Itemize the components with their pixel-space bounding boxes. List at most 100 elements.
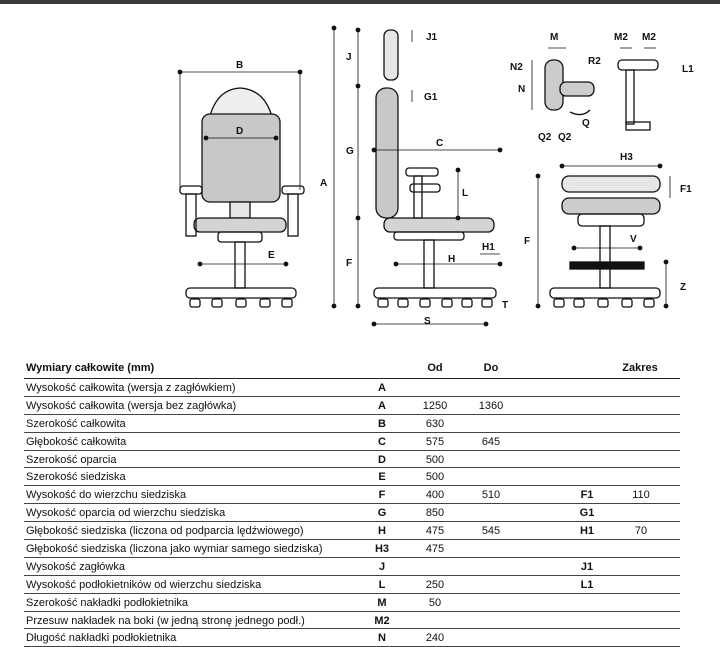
label-c: C (436, 138, 443, 149)
row-do: 1360 (478, 399, 504, 412)
row-code: D (378, 453, 386, 466)
row-label: Głębokość siedziska (liczona od podparci… (26, 525, 304, 538)
row-code: H3 (374, 543, 390, 556)
label-f: F (346, 258, 352, 269)
label-m2-right: M2 (642, 32, 656, 43)
row-range-code: F1 (580, 489, 594, 502)
table-row: Głębokość siedziska (liczona jako wymiar… (24, 540, 680, 558)
label-v: V (630, 234, 637, 245)
row-range-code: L1 (580, 578, 594, 591)
row-code: J (378, 560, 386, 573)
row-range-code: H1 (579, 525, 595, 538)
row-do: 545 (481, 525, 501, 538)
label-h3: H3 (620, 152, 633, 163)
label-j: J (346, 52, 352, 63)
row-label: Przesuw nakładek na boki (w jedną stronę… (26, 614, 305, 627)
row-od: 500 (425, 453, 445, 466)
table-header: Wymiary całkowite (mm) Od Do Zakres (24, 358, 680, 379)
row-label: Wysokość do wierzchu siedziska (26, 489, 187, 502)
row-code: L (378, 578, 386, 591)
table-row: Szerokość siedziska E 500 (24, 468, 680, 487)
label-q2-right: Q2 (558, 132, 572, 143)
row-od: 475 (425, 543, 445, 556)
label-m: M (550, 32, 558, 43)
row-code: B (378, 417, 386, 430)
row-od: 500 (425, 471, 445, 484)
row-od: 575 (425, 435, 445, 448)
chair-dimension-diagram: B D E J J1 G1 G A F C L H1 H T S M M2 M2… (177, 25, 694, 327)
table-row: Wysokość do wierzchu siedziska F 400 510… (24, 486, 680, 505)
row-label: Wysokość zagłówka (26, 560, 125, 573)
label-l: L (462, 188, 468, 199)
label-q2-left: Q2 (538, 132, 552, 143)
row-label: Szerokość siedziska (26, 471, 126, 484)
row-od: 1250 (422, 399, 448, 412)
row-range-value: 110 (632, 489, 650, 502)
row-code: M2 (374, 614, 390, 627)
label-f1: F1 (680, 184, 692, 195)
table-row: Wysokość podłokietników od wierzchu sied… (24, 576, 680, 594)
table-row: Szerokość całkowita B 630 (24, 415, 680, 433)
row-code: G (377, 507, 387, 520)
label-g1: G1 (424, 92, 438, 103)
label-f-side: F (524, 236, 530, 247)
row-label: Wysokość podłokietników od wierzchu sied… (26, 578, 262, 591)
label-j1: J1 (426, 32, 438, 43)
label-h: H (448, 254, 455, 265)
armrest-top-view (544, 59, 595, 116)
table-row: Przesuw nakładek na boki (w jedną stronę… (24, 612, 680, 630)
seat-side-view (549, 175, 661, 308)
row-label: Głębokość całkowita (26, 435, 127, 448)
row-od: 240 (425, 632, 445, 645)
header-od: Od (427, 362, 443, 374)
row-do: 510 (481, 489, 501, 502)
label-e: E (268, 250, 275, 261)
row-code: N (378, 632, 386, 645)
row-label: Szerokość całkowita (26, 417, 126, 430)
side-view (373, 29, 497, 308)
top-border (0, 0, 720, 4)
row-label: Szerokość oparcia (26, 453, 117, 466)
table-row: Wysokość oparcia od wierzchu siedziska G… (24, 504, 680, 523)
row-code: E (378, 471, 386, 484)
label-z: Z (680, 282, 686, 293)
label-q: Q (582, 118, 590, 129)
row-code: M (377, 596, 387, 609)
table-row: Głębokość siedziska (liczona od podparci… (24, 522, 680, 541)
label-r2: R2 (588, 56, 601, 67)
row-code: A (378, 382, 386, 394)
table-row: Szerokość nakładki podłokietnika M 50 (24, 594, 680, 612)
row-range-value: 70 (634, 525, 648, 538)
table-row: Długość nakładki podłokietnika N 240 (24, 629, 680, 647)
table-row: Wysokość zagłówka J J1 (24, 558, 680, 576)
label-m2-left: M2 (614, 32, 628, 43)
row-od: 850 (425, 507, 445, 520)
row-range-code: G1 (579, 507, 595, 520)
table-row: Wysokość całkowita (wersja bez zagłówka)… (24, 397, 680, 415)
label-d: D (236, 126, 243, 137)
label-n: N (518, 84, 525, 95)
row-do: 645 (481, 435, 501, 448)
row-label: Wysokość oparcia od wierzchu siedziska (26, 507, 226, 520)
label-a: A (320, 178, 327, 189)
row-od: 630 (425, 417, 445, 430)
row-od: 250 (425, 578, 445, 591)
row-od: 475 (425, 525, 445, 538)
table-title: Wymiary całkowite (mm) (26, 362, 155, 374)
dimensions-table: Wymiary całkowite (mm) Od Do Zakres Wyso… (24, 358, 680, 647)
table-row: Głębokość całkowita C 575 645 (24, 433, 680, 451)
label-s: S (424, 316, 431, 327)
row-code: H (378, 525, 386, 538)
label-l1: L1 (682, 64, 694, 75)
row-label: Głębokość siedziska (liczona jako wymiar… (26, 543, 323, 556)
row-od: 50 (428, 596, 442, 609)
table-row: Szerokość oparcia D 500 (24, 451, 680, 469)
label-b: B (236, 60, 243, 71)
front-view (179, 87, 305, 308)
row-code: F (378, 489, 386, 502)
row-label: Wysokość całkowita (wersja bez zagłówka) (26, 399, 237, 412)
row-code: C (378, 435, 386, 448)
row-od: 400 (425, 489, 445, 502)
row-label: Szerokość nakładki podłokietnika (26, 596, 189, 609)
label-t: T (502, 300, 508, 311)
